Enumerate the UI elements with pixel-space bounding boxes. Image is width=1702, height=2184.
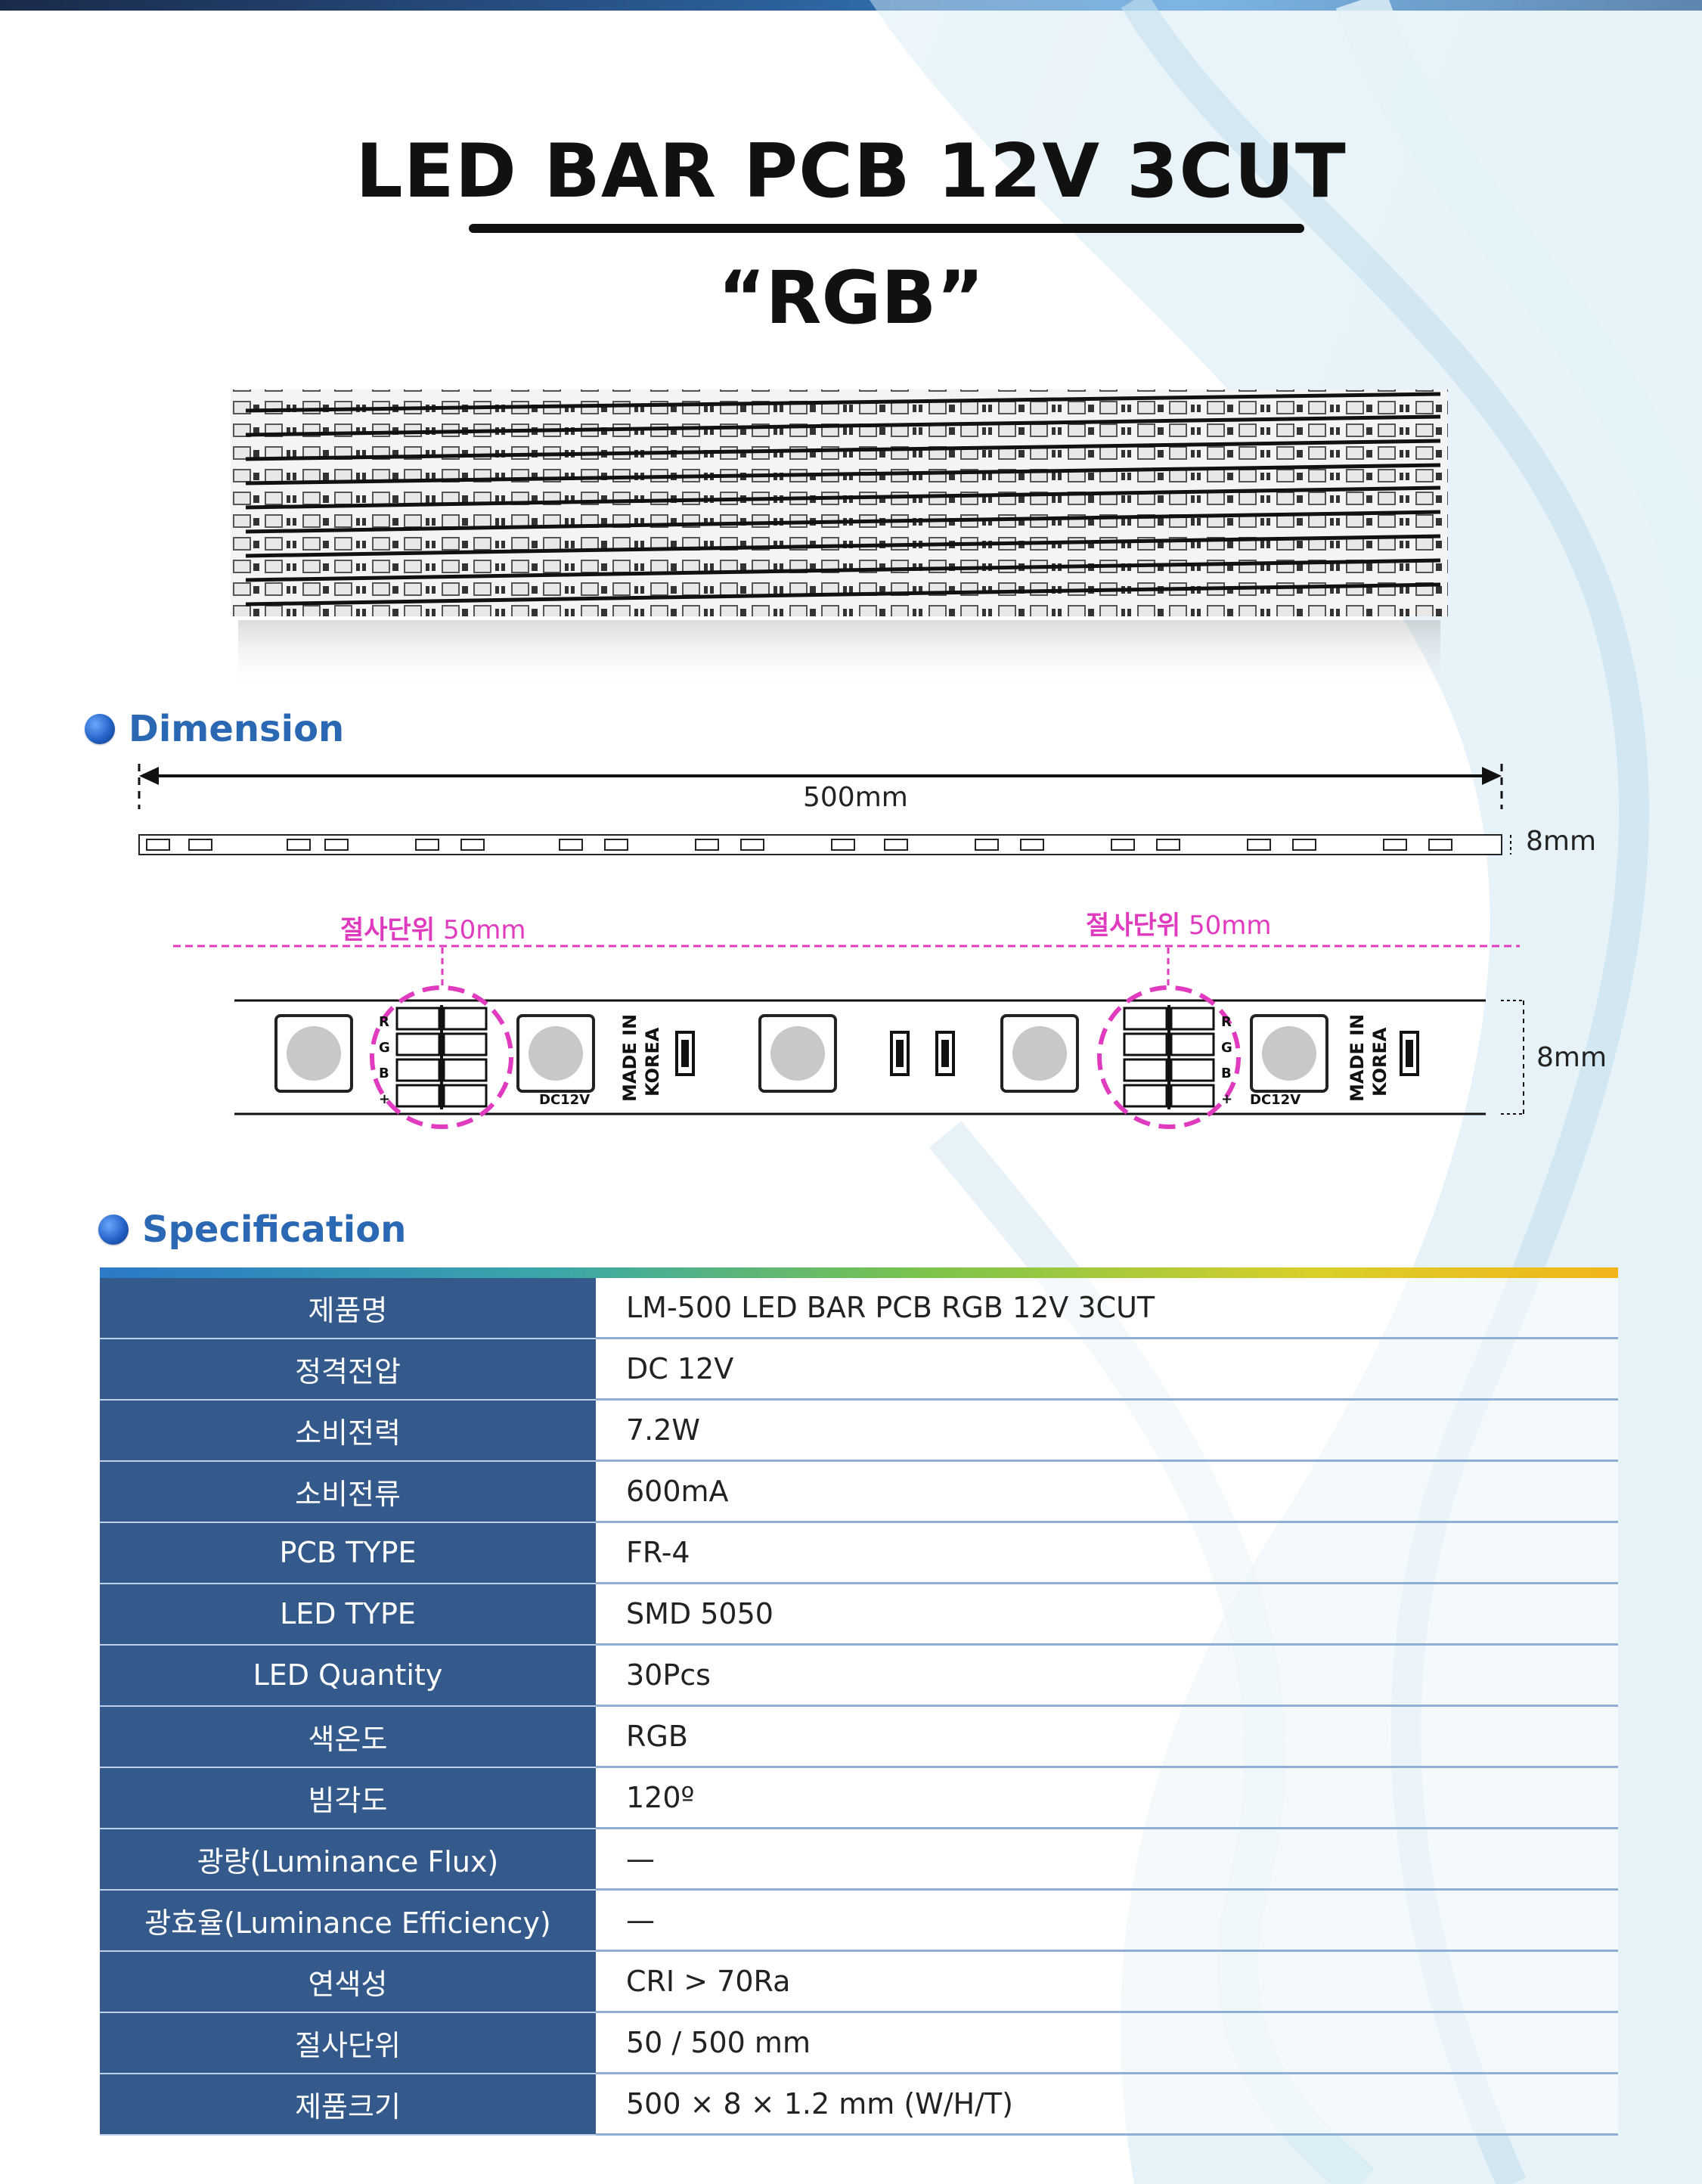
spec-value: 7.2W (596, 1399, 1618, 1462)
pcb-pin-r-right: R (1221, 1014, 1232, 1030)
spec-gradient-bar (100, 1267, 1618, 1278)
pcb-pin-b-left: B (379, 1066, 389, 1081)
pcb-pin-plus-left: + (379, 1091, 390, 1107)
spec-value: FR-4 (596, 1522, 1618, 1584)
spec-value: 600mA (596, 1460, 1618, 1523)
spec-label: 빔각도 (100, 1767, 596, 1829)
pcb-pin-r-left: R (379, 1014, 389, 1030)
page-subtitle: “RGB” (718, 256, 984, 340)
spec-label: 광량(Luminance Flux) (100, 1828, 596, 1891)
spec-label: 정격전압 (100, 1338, 596, 1401)
title-underline (469, 224, 1304, 233)
spec-value: 500 × 8 × 1.2 mm (W/H/T) (596, 2073, 1618, 2136)
spec-label: 광효율(Luminance Efficiency) (100, 1889, 596, 1952)
pcb-made-in-mark-right: MADE IN (1347, 1014, 1368, 1102)
spec-label: LED TYPE (100, 1583, 596, 1646)
spec-label: 색온도 (100, 1705, 596, 1768)
spec-value: 50 / 500 mm (596, 2012, 1618, 2074)
dimension-arrow (138, 764, 1511, 855)
cut-point-circle-right (1097, 985, 1241, 1129)
spec-value: LM-500 LED BAR PCB RGB 12V 3CUT (596, 1278, 1618, 1339)
spec-value: 120º (596, 1767, 1618, 1829)
section-specification-label: Specification (142, 1208, 407, 1251)
spec-row: 광효율(Luminance Efficiency)— (100, 1889, 1618, 1952)
pcb-pin-plus-right: + (1221, 1091, 1232, 1107)
pcb-pin-g-right: G (1221, 1040, 1232, 1056)
pcb-korea-mark-left: KOREA (642, 1027, 663, 1097)
section-specification: Specification (98, 1208, 406, 1251)
spec-value: DC 12V (596, 1338, 1618, 1401)
section-dimension-label: Dimension (129, 708, 345, 750)
spec-label: 소비전력 (100, 1399, 596, 1462)
spec-label: LED Quantity (100, 1644, 596, 1707)
page-title: LED BAR PCB 12V 3CUT (355, 129, 1347, 215)
cut-unit-label-right: 절사단위 50mm (1086, 911, 1272, 941)
spec-row: 광량(Luminance Flux)— (100, 1828, 1618, 1891)
spec-value: — (596, 1828, 1618, 1891)
bullet-icon (85, 714, 115, 744)
spec-value: CRI > 70Ra (596, 1950, 1618, 2013)
product-image (231, 389, 1448, 692)
pcb-korea-mark-right: KOREA (1369, 1027, 1390, 1097)
pcb-dc12v-mark-right: DC12V (1250, 1092, 1301, 1108)
spec-label: 제품명 (100, 1278, 596, 1339)
spec-value: — (596, 1889, 1618, 1952)
dimension-width-label: 8mm (1526, 826, 1597, 857)
spec-value: 30Pcs (596, 1644, 1618, 1707)
detail-width-label: 8mm (1536, 1042, 1607, 1073)
cut-unit-label-left: 절사단위 50mm (340, 915, 526, 945)
led-chip-group (274, 1014, 1328, 1093)
spec-label: 연색성 (100, 1950, 596, 2013)
spec-label: 절사단위 (100, 2012, 596, 2074)
spec-value: RGB (596, 1705, 1618, 1768)
bullet-icon (98, 1215, 129, 1245)
dimension-length-label: 500mm (803, 782, 908, 813)
pcb-made-in-mark-left: MADE IN (619, 1014, 640, 1102)
spec-label: 소비전류 (100, 1460, 596, 1523)
cut-point-circle-left (370, 985, 513, 1129)
pcb-detail-diagram: DC12V DC12V MADE IN KOREA MADE IN KOREA … (173, 945, 1524, 1129)
product-reflection (238, 620, 1440, 692)
led-bar-stack (231, 389, 1448, 616)
spec-label: PCB TYPE (100, 1522, 596, 1584)
section-dimension: Dimension (85, 708, 344, 750)
pcb-pin-b-right: B (1221, 1066, 1232, 1081)
pcb-dc12v-mark-left: DC12V (539, 1092, 590, 1108)
pcb-pin-g-left: G (379, 1040, 390, 1056)
spec-value: SMD 5050 (596, 1583, 1618, 1646)
spec-label: 제품크기 (100, 2073, 596, 2136)
